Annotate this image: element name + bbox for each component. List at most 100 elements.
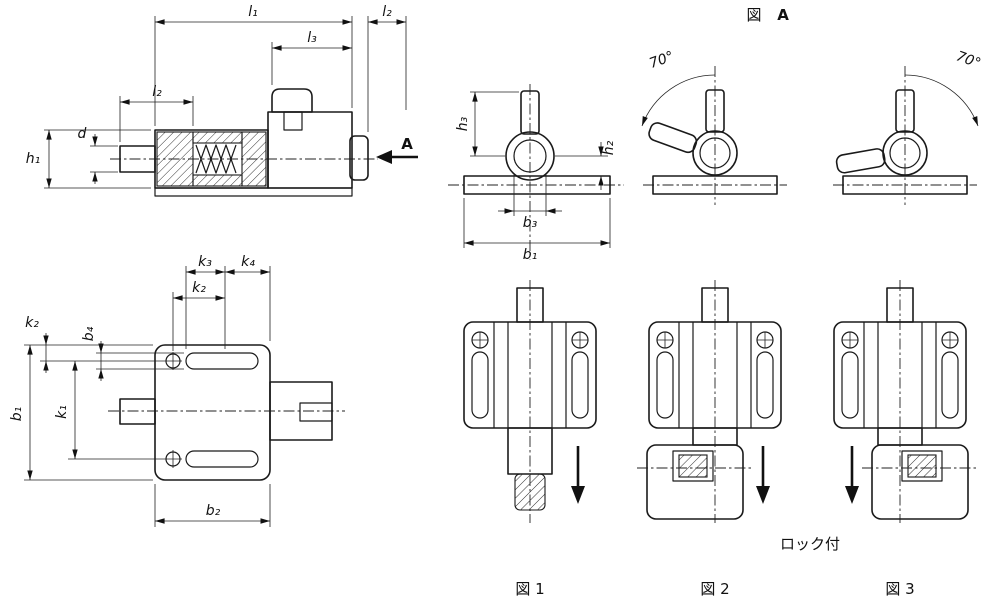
angle-arc [904, 74, 979, 127]
dim-label-b1-left: b₁ [9, 407, 25, 422]
guide-ring-outer [505, 131, 555, 181]
lock-slider [907, 454, 937, 478]
dim-label-b2: b₂ [206, 503, 221, 519]
lock-slider-frame [672, 450, 714, 482]
motion-arrow [756, 446, 770, 504]
mounting-slot [185, 352, 259, 370]
lock-housing [646, 444, 744, 520]
bolt-tip [514, 473, 546, 511]
latch-pin [895, 89, 915, 133]
dim-label-l3: l₃ [307, 30, 317, 46]
guide-ring-inner [699, 137, 731, 169]
dim-label-b4: b₄ [81, 326, 97, 341]
dim-h3: h₃ [455, 91, 519, 157]
dim-k3: k₃ [186, 254, 225, 275]
base-plate [652, 175, 778, 195]
latch-pin [119, 398, 156, 425]
motion-arrow [571, 446, 585, 504]
side-section-view: l₁ l₂ l₃ l₂ d h₁ [26, 4, 418, 197]
figure-2-assembly [637, 279, 782, 524]
dim-b1-left: b₁ [9, 345, 153, 481]
figure-3-assembly [833, 279, 978, 524]
dim-label-l2-top: l₂ [382, 4, 392, 20]
view-a-lever-right: 70° [833, 48, 983, 205]
view-a-front: h₃ h₂ b₃ b₁ [448, 84, 624, 263]
dim-k2-left: k₂ [24, 315, 164, 373]
caption-fig1: 図 1 [515, 580, 544, 598]
guide-ring-outer [882, 130, 928, 176]
angle-label-right: 70° [954, 48, 983, 72]
dim-label-k2-top: k₂ [192, 280, 206, 296]
base-plate [463, 175, 611, 195]
latch-pin [705, 89, 725, 133]
section-arrow-label: A [401, 135, 413, 153]
caption-fig3: 図 3 [885, 580, 914, 598]
section-arrow-head [376, 150, 392, 164]
dim-l3: l₃ [271, 30, 352, 85]
view-a-lever-left: 70° [641, 48, 787, 205]
angle-label-left: 70° [647, 48, 676, 72]
section-view-arrow: A [376, 135, 418, 164]
figure-a-heading: 図 A [746, 6, 789, 24]
guide-ring-inner [513, 139, 547, 173]
lever-arm [835, 148, 886, 174]
spring-section [195, 144, 237, 174]
section-hatch [241, 131, 267, 187]
lock-slider-frame [901, 450, 943, 482]
dim-h1: h₁ [26, 129, 151, 189]
figure-a-prefix: 図 [746, 6, 761, 24]
dim-label-k4: k₄ [241, 254, 255, 270]
dim-l2-top: l₂ [367, 4, 407, 132]
dim-label-k1: k₁ [54, 405, 70, 419]
guide-ring-inner [889, 137, 921, 169]
angle-arc [641, 74, 716, 127]
dim-l1: l₁ [154, 4, 353, 126]
latch-pin [520, 90, 540, 135]
dim-label-b3: b₃ [523, 215, 538, 231]
dim-k4: k₄ [225, 254, 270, 275]
spring-section [195, 144, 237, 174]
caption-fig2: 図 2 [700, 580, 729, 598]
motion-arrow [845, 446, 859, 504]
dim-label-b1: b₁ [523, 247, 538, 263]
lock-housing [871, 444, 969, 520]
bolt-tip-detail [299, 402, 333, 422]
dim-b3: b₃ [498, 174, 562, 231]
base-plate [842, 175, 968, 195]
dim-label-h3: h₃ [455, 116, 471, 131]
latch-body [267, 111, 353, 189]
dim-b2: b₂ [154, 484, 271, 527]
top-plan-view: k₃ k₄ k₂ b₄ k₂ k₁ [9, 254, 345, 527]
figure-1-assembly [463, 279, 597, 524]
lock-note: ロック付 [780, 535, 840, 553]
figure-a-letter: A [777, 6, 789, 24]
dim-label-l2-left: l₂ [152, 84, 162, 100]
end-cap [349, 135, 369, 181]
dim-l2-left: l₂ [119, 84, 194, 142]
dim-k1: k₁ [54, 361, 164, 460]
knob-detail [283, 111, 303, 131]
dim-label-l1: l₁ [248, 4, 258, 20]
lock-slider [678, 454, 708, 478]
guide-ring-outer [692, 130, 738, 176]
section-hatch [192, 131, 243, 144]
dim-d: d [78, 126, 118, 184]
dim-label-d: d [78, 126, 87, 142]
dim-label-k3: k₃ [198, 254, 212, 270]
extension-lines [172, 266, 271, 351]
mounting-plate [154, 344, 271, 481]
dim-k2-top: k₂ [173, 280, 225, 301]
section-hatch [156, 131, 194, 187]
dim-label-h2: h₂ [601, 140, 617, 155]
dim-label-k2-left: k₂ [25, 315, 39, 331]
dim-label-h1: h₁ [26, 151, 41, 167]
lever-arm [648, 122, 698, 154]
base-plate-edge [154, 187, 353, 197]
dim-b1: b₁ [463, 198, 611, 263]
mounting-slot [185, 450, 259, 468]
section-hatch [192, 174, 243, 187]
dim-b4: b₄ [81, 326, 184, 381]
knob [271, 88, 313, 113]
